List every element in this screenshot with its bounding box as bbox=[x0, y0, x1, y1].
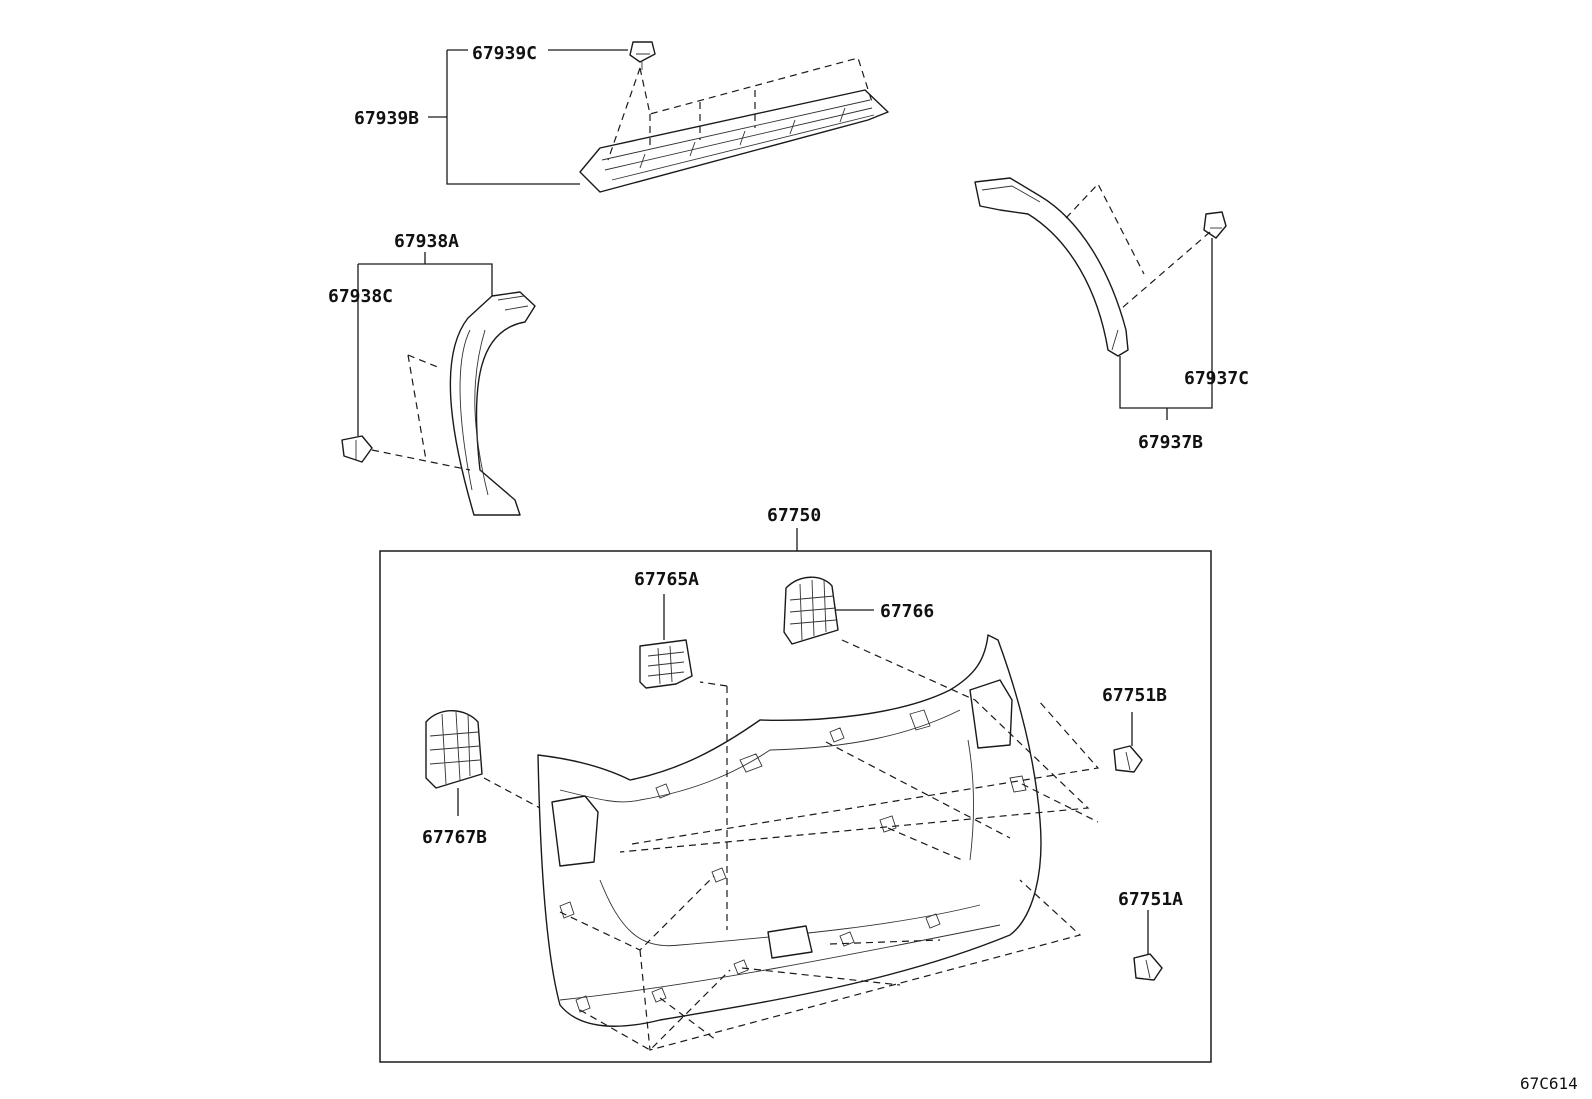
clip-67751B bbox=[1113, 745, 1143, 773]
recess-right bbox=[969, 679, 1013, 749]
label-67751B: 67751B bbox=[1102, 685, 1167, 706]
clip-67937C bbox=[1203, 211, 1227, 239]
panel-67750-trim bbox=[537, 634, 1042, 1027]
label-67767B: 67767B bbox=[422, 827, 487, 848]
part-67939B-rail bbox=[579, 89, 889, 193]
label-67939C: 67939C bbox=[472, 43, 537, 64]
label-67766: 67766 bbox=[880, 601, 934, 622]
label-67750: 67750 bbox=[767, 505, 821, 526]
assembly-frame-67750 bbox=[379, 550, 1212, 1063]
label-67937C: 67937C bbox=[1184, 368, 1249, 389]
label-67938A: 67938A bbox=[394, 231, 459, 252]
label-67751A: 67751A bbox=[1118, 889, 1183, 910]
label-67765A: 67765A bbox=[634, 569, 699, 590]
label-67937B: 67937B bbox=[1138, 432, 1203, 453]
part-67767B-grille bbox=[425, 710, 483, 789]
recess-left bbox=[551, 795, 599, 867]
recess-handle bbox=[767, 925, 813, 959]
clip-bosses bbox=[559, 709, 1027, 1013]
label-67938C: 67938C bbox=[328, 286, 393, 307]
clip-67751A bbox=[1133, 953, 1163, 981]
label-67939B: 67939B bbox=[354, 108, 419, 129]
clip-67939C bbox=[629, 41, 656, 70]
part-67766-grille bbox=[783, 576, 839, 645]
clip-67938C bbox=[341, 435, 373, 463]
part-67938A-pillar bbox=[449, 291, 536, 516]
part-67765A-cover bbox=[639, 639, 693, 689]
part-67937B-pillar bbox=[974, 177, 1129, 357]
diagram-code: 67C614 bbox=[1520, 1074, 1578, 1093]
